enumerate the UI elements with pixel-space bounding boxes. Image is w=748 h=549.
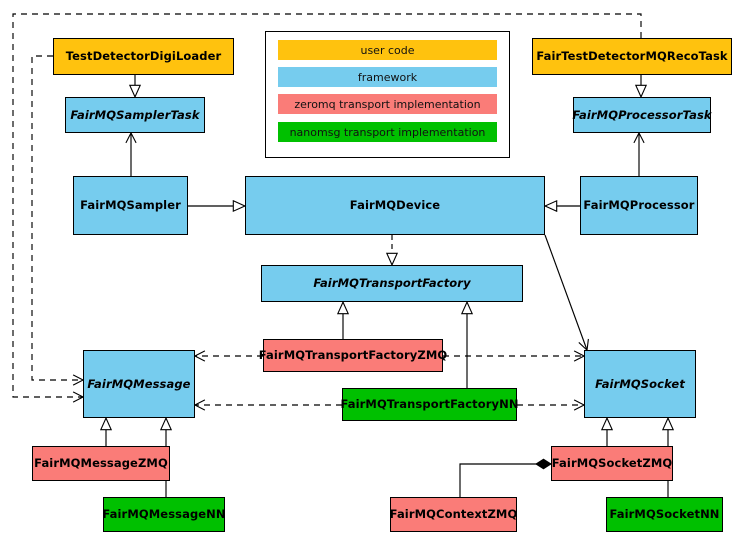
class-box-FairMQProcessorTask[interactable]: FairMQProcessorTask [572,97,712,133]
class-box-FairMQSocketZMQ[interactable]: FairMQSocketZMQ [551,446,673,481]
class-box-label: FairMQSampler [80,198,181,213]
class-box-label: FairMQSocket [595,376,685,391]
class-box-label: TestDetectorDigiLoader [65,49,222,64]
class-box-FairMQMessageNN[interactable]: FairMQMessageNN [102,497,226,532]
class-box-FairMQMessage[interactable]: FairMQMessage [83,350,195,418]
class-box-FairMQSamplerTask[interactable]: FairMQSamplerTask [65,97,205,133]
class-box-label: FairMQTransportFactory [313,276,471,291]
edge-device-socket [544,234,587,350]
class-box-label: FairMQTransportFactoryZMQ [258,348,448,363]
class-box-FairMQContextZMQ[interactable]: FairMQContextZMQ [390,497,517,532]
class-box-label: FairMQSocketNN [609,507,720,522]
class-box-FairMQMessageZMQ[interactable]: FairMQMessageZMQ [32,446,170,481]
class-box-FairMQSocket[interactable]: FairMQSocket [584,350,696,418]
class-box-FairMQProcessor[interactable]: FairMQProcessor [580,176,698,235]
class-box-TestDetectorDigiLoader[interactable]: TestDetectorDigiLoader [53,38,234,75]
class-box-FairMQSocketNN[interactable]: FairMQSocketNN [606,497,723,532]
legend-label-user-code: user code [360,43,415,57]
class-box-label: FairMQMessage [87,376,191,391]
class-box-FairMQTransportFactoryNN[interactable]: FairMQTransportFactoryNN [340,388,519,421]
legend-label-zeromq: zeromq transport implementation [294,97,481,111]
legend-item-nanomsg: nanomsg transport implementation [278,122,497,142]
legend-item-user-code: user code [278,40,497,60]
class-box-FairMQTransportFactoryZMQ[interactable]: FairMQTransportFactoryZMQ [259,339,447,372]
legend-panel: user code framework zeromq transport imp… [265,31,510,158]
class-box-FairTestDetectorMQRecoTask[interactable]: FairTestDetectorMQRecoTask [532,38,732,75]
class-box-label: FairMQSocketZMQ [551,456,673,471]
class-box-label: FairMQDevice [349,198,441,213]
class-box-label: FairMQMessageNN [102,507,226,522]
class-box-label: FairMQContextZMQ [389,507,518,522]
class-box-label: FairTestDetectorMQRecoTask [536,49,728,64]
edge-socketzmq-contextzmq [459,458,552,497]
class-box-label: FairMQProcessor [583,198,695,213]
edge-recotask-message [12,13,642,397]
class-box-label: FairMQProcessorTask [572,107,712,122]
class-box-FairMQSampler[interactable]: FairMQSampler [73,176,188,235]
legend-label-framework: framework [357,70,418,84]
legend-item-zeromq: zeromq transport implementation [278,94,497,114]
class-box-label: FairMQMessageZMQ [34,456,168,471]
class-box-FairMQDevice[interactable]: FairMQDevice [245,176,545,235]
class-box-label: FairMQTransportFactoryNN [340,397,519,412]
class-box-FairMQTransportFactory[interactable]: FairMQTransportFactory [261,265,523,302]
legend-label-nanomsg: nanomsg transport implementation [289,125,486,139]
class-box-label: FairMQSamplerTask [70,107,200,122]
legend-item-framework: framework [278,67,497,87]
